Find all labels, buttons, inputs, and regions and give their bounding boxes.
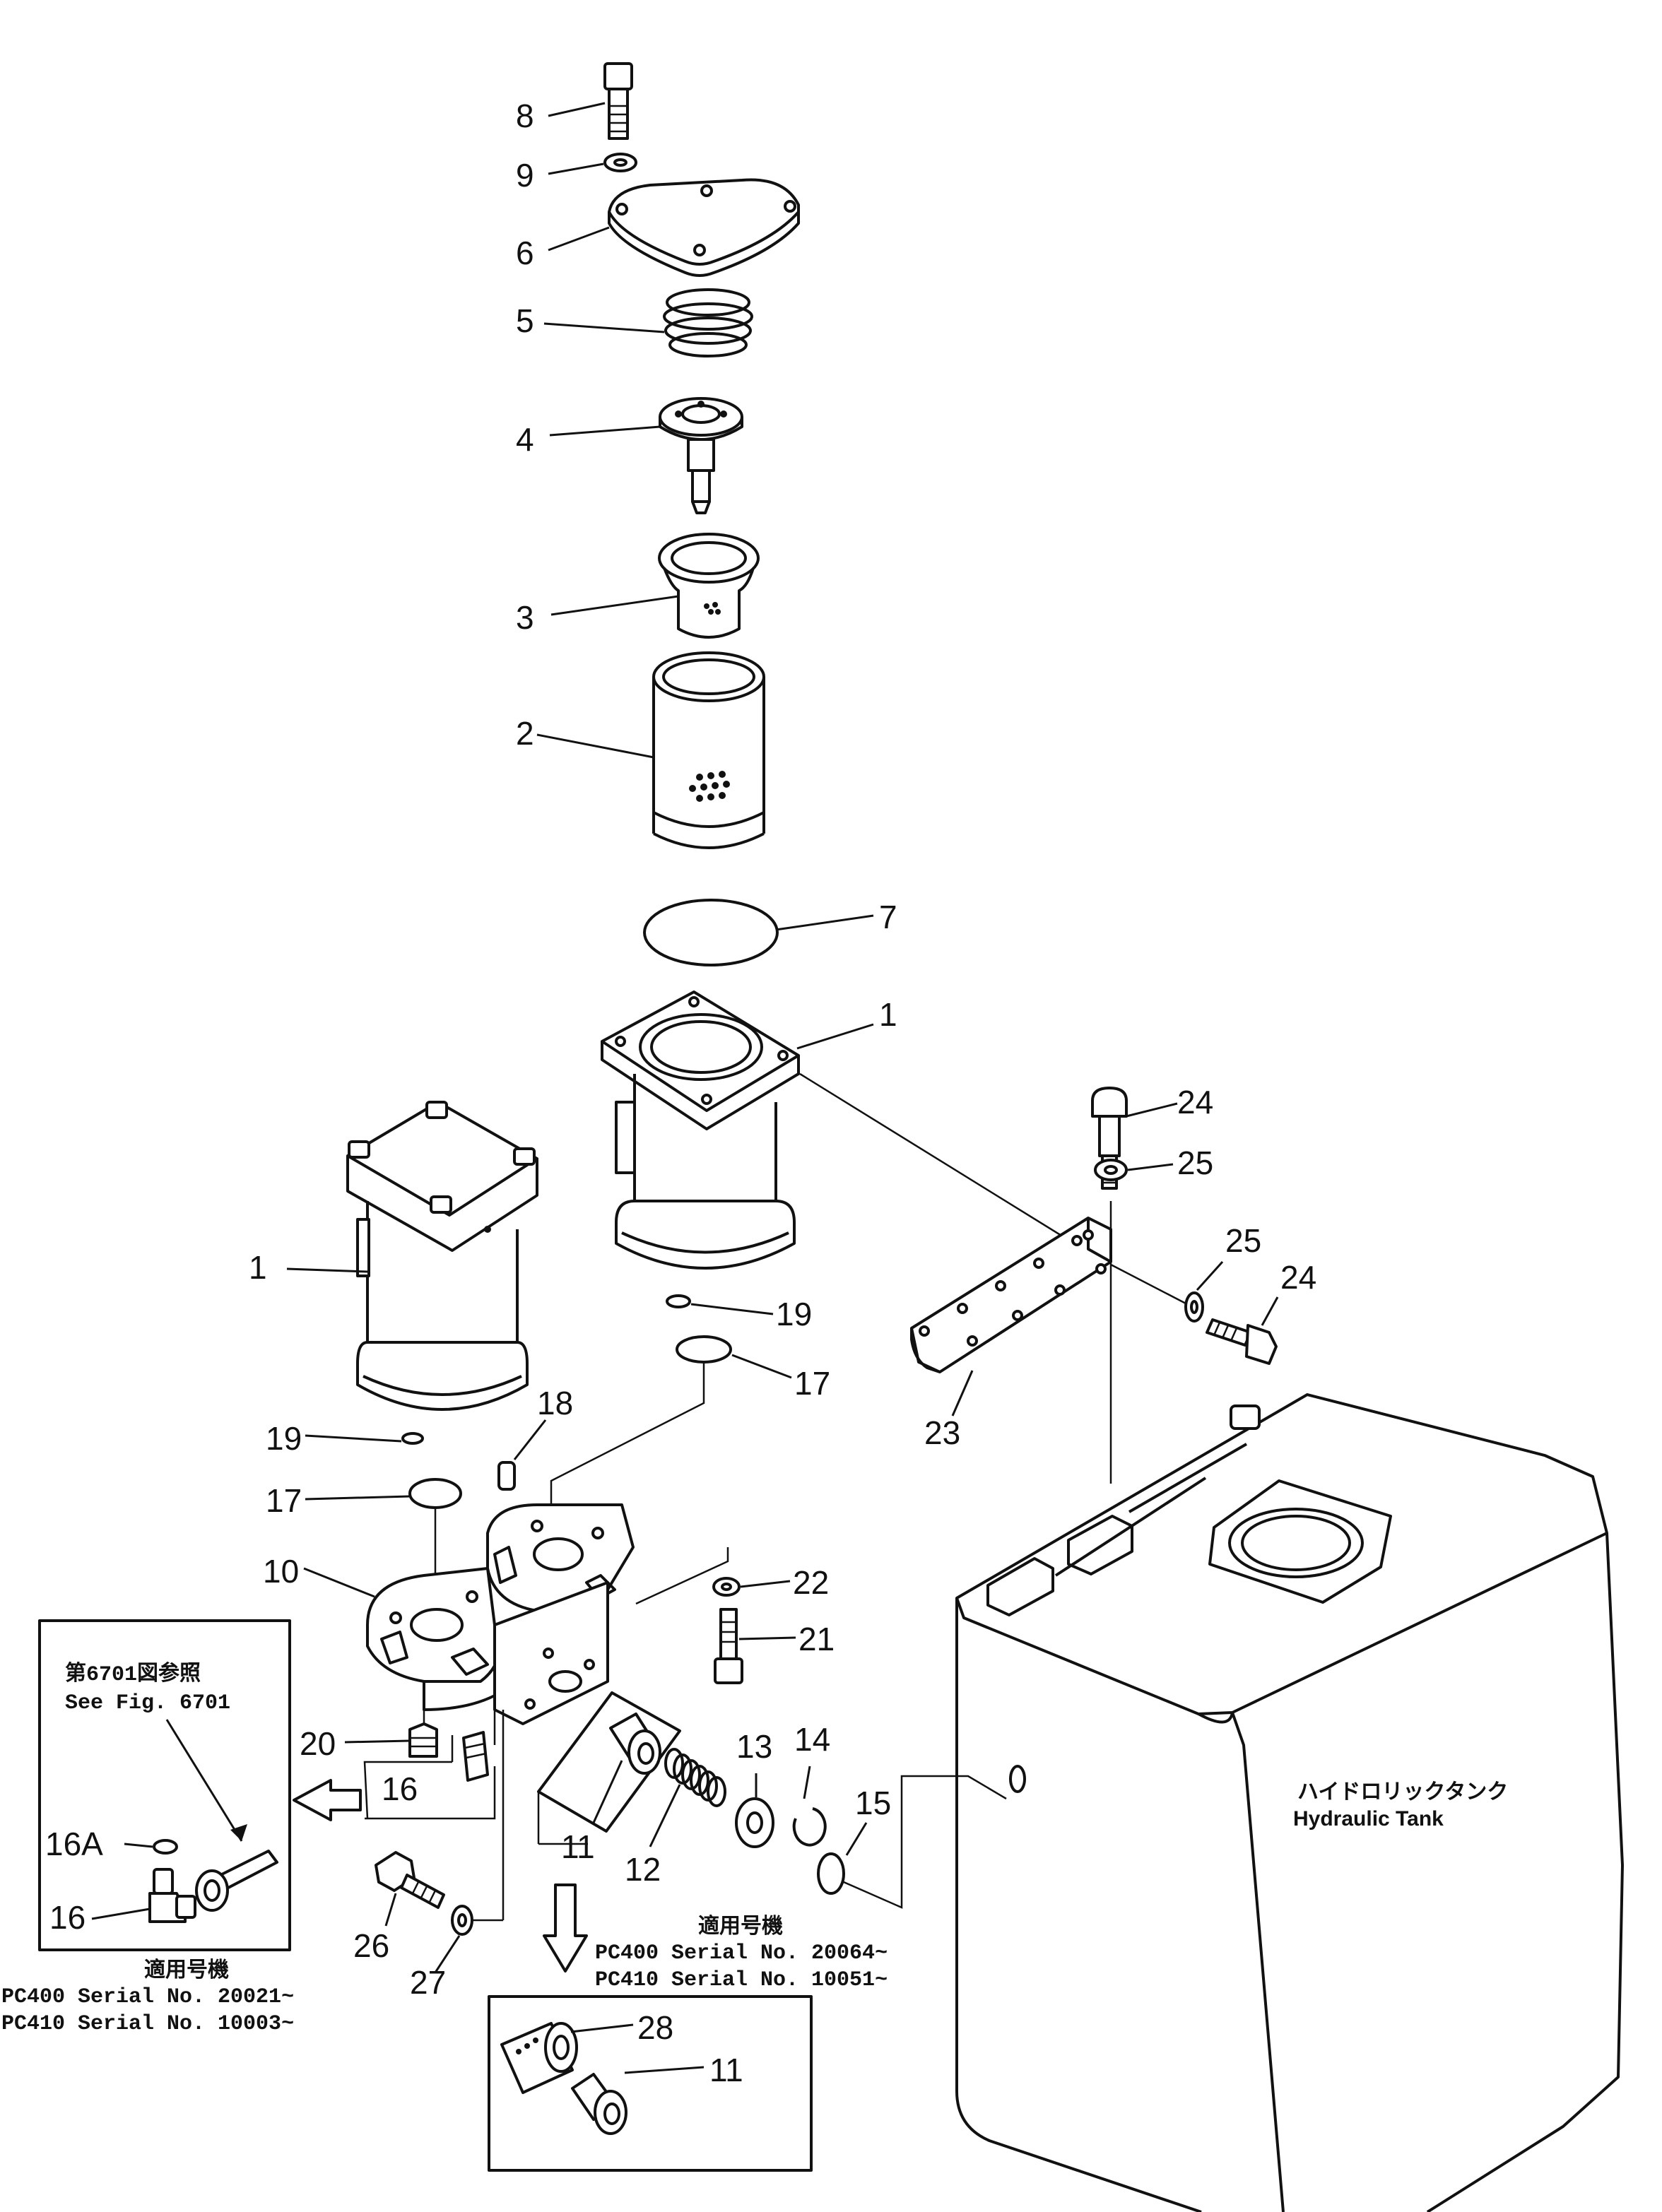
part-label-16-inset: 16 bbox=[49, 1899, 86, 1936]
part-label-16-bracket: 16 bbox=[382, 1770, 418, 1807]
part-label-19-right: 19 bbox=[776, 1296, 812, 1332]
inset-left-applicable-jp: 適用号機 bbox=[144, 1958, 229, 1984]
plug-part-16 bbox=[462, 1731, 489, 1782]
valve-part-4 bbox=[659, 397, 743, 514]
inset-left-ref-jp: 第6701図参照 bbox=[65, 1661, 201, 1687]
part-label-9: 9 bbox=[516, 157, 534, 194]
part-label-6: 6 bbox=[516, 235, 534, 271]
part-label-25-top: 25 bbox=[1177, 1145, 1213, 1181]
bolt-part-8 bbox=[603, 62, 633, 140]
part-label-10: 10 bbox=[263, 1553, 299, 1590]
part-label-27: 27 bbox=[410, 1964, 446, 2001]
part-label-3: 3 bbox=[516, 599, 534, 636]
cover-part-6 bbox=[608, 178, 800, 277]
o-ring-part-17-right bbox=[676, 1335, 732, 1364]
bolt-part-24-right bbox=[1206, 1318, 1278, 1365]
part-label-8: 8 bbox=[516, 97, 534, 134]
o-ring-part-7 bbox=[643, 899, 779, 966]
plug-part-20 bbox=[408, 1722, 438, 1758]
tank-label-jp: ハイドロリックタンク bbox=[1297, 1780, 1508, 1804]
arrow-left-to-inset bbox=[293, 1779, 362, 1821]
inset-left-serial-1: PC400 Serial No. 20021~ bbox=[1, 1985, 294, 2009]
part-label-25-right: 25 bbox=[1225, 1222, 1261, 1259]
fitting-part-16-inset bbox=[148, 1868, 196, 1923]
o-ring-part-19-right bbox=[666, 1294, 691, 1308]
part-label-15: 15 bbox=[855, 1785, 891, 1821]
inset-bottom-serial-2: PC410 Serial No. 10051~ bbox=[595, 1968, 888, 1992]
snap-ring-part-14 bbox=[792, 1807, 827, 1847]
part-label-11: 11 bbox=[561, 1828, 595, 1865]
o-ring-part-17-left bbox=[408, 1478, 462, 1509]
part-label-1-center: 1 bbox=[879, 996, 897, 1033]
o-ring-part-16A bbox=[153, 1839, 178, 1855]
part-label-17-right: 17 bbox=[794, 1365, 830, 1402]
seat-part-13 bbox=[735, 1797, 774, 1848]
washer-part-25-top bbox=[1094, 1159, 1128, 1181]
spring-part-12 bbox=[664, 1748, 726, 1807]
part-label-17-left: 17 bbox=[266, 1482, 302, 1519]
part-label-21: 21 bbox=[798, 1621, 835, 1657]
part-label-28: 28 bbox=[637, 2009, 673, 2046]
inset-left-ref-en: See Fig. 6701 bbox=[65, 1691, 230, 1715]
bolt-part-26 bbox=[375, 1851, 445, 1909]
inset-left-box: 第6701図参照 See Fig. 6701 16A 16 bbox=[38, 1619, 291, 1951]
adapter-part-28 bbox=[500, 2022, 578, 2094]
part-label-1-left: 1 bbox=[249, 1249, 267, 1286]
arrow-down-to-inset bbox=[543, 1883, 588, 1973]
pin-part-18 bbox=[497, 1461, 516, 1491]
tank-label-en: Hydraulic Tank bbox=[1293, 1807, 1444, 1830]
part-label-13: 13 bbox=[736, 1728, 772, 1765]
filter-head-block-part-10 bbox=[366, 1503, 635, 1725]
part-label-16A: 16A bbox=[45, 1826, 103, 1862]
inset-bottom-box: 28 11 bbox=[488, 1995, 813, 2172]
part-label-19-left: 19 bbox=[266, 1420, 302, 1457]
filter-housing-part-1-left bbox=[346, 1101, 538, 1411]
part-label-4: 4 bbox=[516, 421, 534, 458]
part-label-22: 22 bbox=[793, 1564, 829, 1601]
o-ring-part-19-left bbox=[401, 1432, 424, 1445]
part-label-14: 14 bbox=[794, 1721, 830, 1758]
washer-part-25-right bbox=[1184, 1291, 1204, 1323]
washer-part-27 bbox=[451, 1905, 473, 1936]
washer-part-22 bbox=[712, 1577, 741, 1597]
part-label-24-top: 24 bbox=[1177, 1084, 1213, 1120]
filter-element-part-2 bbox=[652, 651, 765, 849]
bolt-part-21 bbox=[714, 1608, 743, 1684]
part-label-7: 7 bbox=[879, 899, 897, 935]
inset-bottom-applicable-jp: 適用号機 bbox=[698, 1914, 783, 1940]
part-label-18: 18 bbox=[537, 1385, 573, 1421]
part-label-2: 2 bbox=[516, 715, 534, 752]
element-part-3 bbox=[658, 533, 760, 639]
check-valve-part-11 bbox=[609, 1713, 661, 1775]
check-valve-part-11-inset bbox=[571, 2073, 627, 2135]
part-label-23: 23 bbox=[924, 1414, 960, 1451]
part-label-11-inset: 11 bbox=[709, 2052, 743, 2088]
inset-left-serial-2: PC410 Serial No. 10003~ bbox=[1, 2012, 294, 2036]
spring-part-5 bbox=[663, 288, 753, 357]
hydraulic-tank: ハイドロリックタンク Hydraulic Tank bbox=[955, 1393, 1624, 2212]
part-label-5: 5 bbox=[516, 302, 534, 339]
filter-housing-part-1-center bbox=[601, 990, 800, 1270]
part-label-26: 26 bbox=[353, 1927, 389, 1964]
hose-fitting-icon bbox=[195, 1850, 278, 1912]
part-label-12: 12 bbox=[625, 1851, 661, 1888]
part-label-20: 20 bbox=[300, 1725, 336, 1762]
part-label-24-right: 24 bbox=[1280, 1259, 1316, 1296]
bracket-part-23 bbox=[910, 1217, 1112, 1373]
inset-bottom-serial-1: PC400 Serial No. 20064~ bbox=[595, 1941, 888, 1965]
o-ring-part-15 bbox=[817, 1852, 845, 1895]
washer-part-9 bbox=[603, 153, 637, 172]
